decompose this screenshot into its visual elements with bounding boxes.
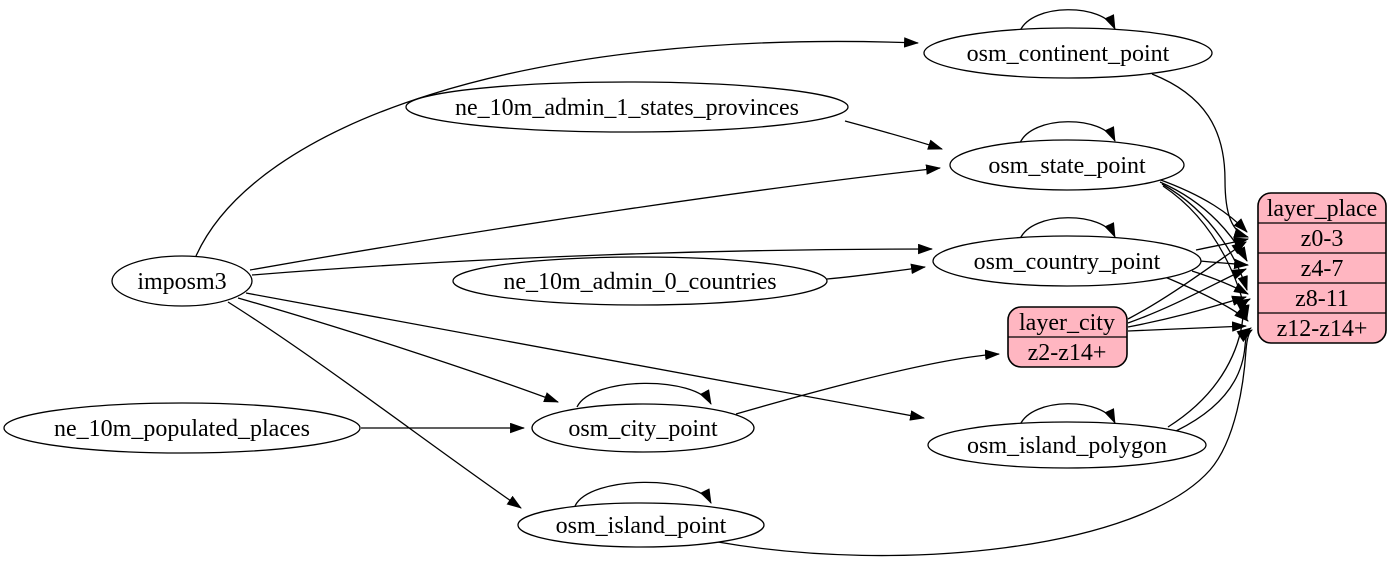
ne-10m-admin-0-shape [452,256,828,306]
layer-place-title: layer_place [1267,196,1378,222]
node-ne-10m-admin-0-countries: ne_10m_admin_0_countries [452,256,828,306]
self-loop-osm-state-point [1019,121,1116,144]
edges-layer [195,9,1253,557]
self-loop-osm-country-point [1019,217,1116,240]
ne-10m-populated-places-label: ne_10m_populated_places [54,416,310,442]
node-osm-island-polygon: osm_island_polygon [927,421,1207,469]
layer-place-box [1257,192,1387,344]
edge-imposm3-to-osm-continent-point [195,37,920,257]
node-osm-continent-point: osm_continent_point [923,27,1213,79]
osm-island-polygon-shape [927,421,1207,469]
imposm3-label: imposm3 [137,269,226,295]
ne-10m-admin-1-label: ne_10m_admin_1_states_provinces [455,95,799,121]
layer-city-row-z2-z14: z2-z14+ [1028,340,1107,366]
node-osm-state-point: osm_state_point [949,139,1185,191]
edge-layer-city-to-layer-place-z8-11 [1127,295,1248,328]
edge-osm-island-point-to-layer-place-z12-z14 [717,329,1253,557]
layer-place-row-z0-3: z0-3 [1301,226,1344,252]
edge-imposm3-to-osm-country-point [251,243,934,276]
edge-osm-country-point-to-layer-place-z8-11 [1191,270,1249,295]
ne-10m-admin-0-label: ne_10m_admin_0_countries [503,269,776,295]
osm-city-point-label: osm_city_point [568,416,718,442]
edge-imposm3-to-osm-island-point [227,301,522,509]
osm-island-point-shape [517,502,765,548]
edge-layer-city-to-layer-place-z0-3 [1127,241,1247,320]
osm-country-point-label: osm_country_point [974,249,1161,275]
edge-osm-island-polygon-to-layer-place-z8-11 [1167,298,1251,428]
edge-layer-city-to-layer-place-z12-z14 [1127,321,1248,332]
node-osm-country-point: osm_country_point [932,235,1202,287]
edge-osm-country-point-to-layer-place-z12-z14 [1164,276,1249,322]
self-loop-osm-island-point [574,481,712,507]
osm-island-point-label: osm_island_point [556,513,727,539]
node-layer-city: layer_city z2-z14+ [1007,306,1128,368]
osm-island-polygon-label: osm_island_polygon [967,433,1167,459]
self-loop-osm-city-point [576,382,712,408]
node-ne-10m-populated-places: ne_10m_populated_places [3,402,361,454]
ne-10m-admin-1-shape [405,81,849,133]
ne-10m-populated-places-shape [3,402,361,454]
node-ne-10m-admin-1-states-provinces: ne_10m_admin_1_states_provinces [405,81,849,133]
osm-continent-point-label: osm_continent_point [967,41,1170,67]
self-loop-osm-continent-point [1019,9,1116,32]
edge-osm-city-point-to-layer-city-z2-z14 [735,349,1001,415]
osm-continent-point-shape [923,27,1213,79]
edge-ne-10m-admin-1-to-osm-state-point [844,120,943,150]
edge-imposm3-to-osm-island-polygon [245,292,926,421]
edge-osm-country-point-to-layer-place-z4-7 [1199,258,1250,270]
edge-osm-island-polygon-to-layer-place-z12-z14 [1175,327,1252,432]
edge-osm-state-point-to-layer-place-z8-11 [1161,183,1248,291]
edge-layer-city-to-layer-place-z4-7 [1127,268,1247,324]
osm-country-point-shape [932,235,1202,287]
edge-imposm3-to-osm-city-point [237,297,559,403]
self-loop-osm-island-polygon [1019,403,1116,426]
layer-place-row-z4-7: z4-7 [1301,256,1344,282]
node-layer-place: layer_place z0-3 z4-7 z8-11 z12-z14+ [1257,192,1387,344]
layer-place-row-z12-z14: z12-z14+ [1277,316,1368,342]
node-imposm3: imposm3 [111,255,253,307]
node-osm-island-point: osm_island_point [517,502,765,548]
osm-state-point-shape [949,139,1185,191]
layer-city-title: layer_city [1019,310,1115,336]
osm-state-point-label: osm_state_point [988,153,1146,179]
edge-imposm3-to-osm-state-point [249,164,942,271]
node-osm-city-point: osm_city_point [531,403,755,453]
edge-ne-10m-admin-0-to-osm-country-point [826,263,927,280]
osm-city-point-shape [531,403,755,453]
edge-osm-country-point-to-layer-place-z0-3 [1195,237,1250,251]
layer-place-row-z8-11: z8-11 [1295,286,1349,312]
imposm3-shape [111,255,253,307]
edge-osm-state-point-to-layer-place-z0-3 [1157,178,1248,233]
